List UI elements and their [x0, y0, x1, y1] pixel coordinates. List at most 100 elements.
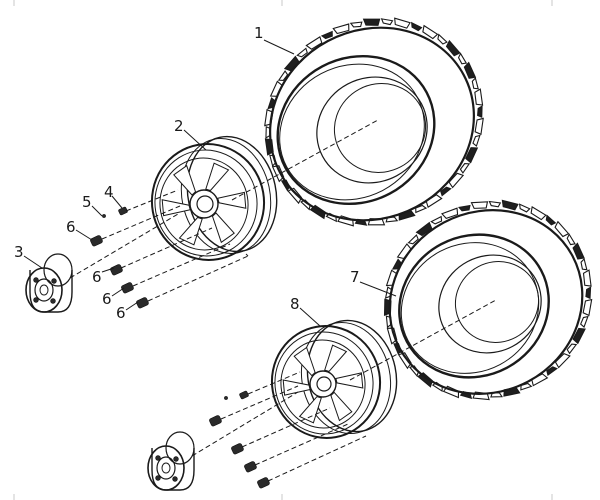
rim-spoke: [335, 372, 364, 389]
tread-block: [349, 21, 363, 28]
rim-spoke: [173, 164, 197, 196]
assembly-axes: [69, 119, 497, 482]
tread-block: [471, 76, 479, 90]
lower-rim-spokes: [282, 344, 364, 424]
tread-block: [472, 134, 481, 147]
tread-block: [287, 187, 303, 205]
tread-block: [280, 179, 291, 192]
tread-block: [417, 372, 433, 388]
callout-2: 2: [174, 117, 184, 135]
callout-6: 6: [92, 268, 102, 286]
tread-block: [582, 269, 592, 287]
tread-block: [407, 234, 419, 245]
tread-block: [380, 18, 394, 26]
lower-lug-nuts: [209, 390, 270, 489]
lug-nut: [110, 264, 123, 276]
callouts: 1 2 3 4 5 6 6 6 6 7 8: [14, 24, 360, 322]
tread-block: [501, 199, 519, 211]
tread-block: [305, 36, 323, 50]
frame-ticks: [13, 0, 553, 500]
valve-cap: [102, 214, 106, 218]
rim-spoke: [298, 396, 322, 424]
tread-block: [580, 315, 589, 328]
lug-nut: [121, 282, 134, 294]
rim-spoke: [211, 212, 235, 244]
tread-block: [440, 186, 452, 197]
tread-block: [441, 207, 459, 220]
tread-block: [296, 47, 308, 58]
tread-block: [572, 242, 585, 260]
lug-nut: [257, 477, 270, 489]
lower-hub: [147, 431, 195, 491]
tread-block: [474, 88, 484, 106]
callout-3: 3: [14, 243, 24, 261]
rim-spoke: [217, 191, 247, 209]
lug-nut: [209, 415, 222, 427]
callout-6: 6: [66, 218, 76, 236]
rim-spoke: [205, 162, 230, 192]
tread-block: [518, 203, 531, 213]
lug-nut: [244, 461, 257, 473]
upper-rim: [150, 135, 278, 261]
tread-block: [300, 199, 311, 211]
tread-block: [545, 214, 557, 226]
tread-block: [566, 343, 578, 355]
tread-block: [530, 205, 547, 221]
rim-spoke: [324, 344, 348, 372]
upper-hub: [25, 253, 73, 313]
callout-6: 6: [102, 290, 112, 308]
tread-block: [445, 39, 461, 57]
tread-block: [394, 17, 411, 29]
valve-cap: [224, 396, 228, 400]
leader-lines: [23, 39, 397, 327]
tread-block: [465, 147, 479, 164]
lug-nut: [136, 297, 149, 309]
tread-block: [470, 201, 489, 209]
tread-block: [411, 21, 423, 32]
tread-block: [415, 221, 433, 237]
tread-block: [585, 286, 592, 300]
tread-block: [430, 215, 443, 225]
tread-block: [409, 365, 420, 377]
tread-block: [582, 298, 593, 317]
rim-spoke: [282, 379, 311, 396]
tread-block: [457, 52, 468, 65]
tread-block: [474, 117, 484, 136]
callout-7: 7: [350, 268, 360, 286]
tread-block: [362, 18, 381, 26]
tread-block: [546, 366, 559, 376]
upper-rim-spokes: [161, 162, 247, 246]
lug-nut: [90, 235, 103, 247]
tread-block: [431, 381, 443, 393]
tread-block: [488, 200, 502, 208]
tread-block: [277, 70, 289, 81]
callout-1: 1: [254, 24, 264, 42]
tread-block: [320, 30, 333, 40]
tread-block: [463, 61, 477, 79]
lug-nut: [231, 443, 244, 455]
upper-lug-nuts: [90, 206, 149, 309]
tread-block: [422, 24, 439, 40]
rim-spoke: [293, 346, 316, 377]
valve-stem: [118, 206, 128, 216]
callout-5: 5: [82, 193, 92, 211]
tread-block: [477, 105, 483, 119]
tread-block: [457, 204, 471, 212]
tread-block: [554, 220, 570, 238]
callout-6: 6: [116, 304, 126, 322]
callout-8: 8: [290, 295, 300, 313]
rim-spoke: [178, 216, 203, 246]
rim-spoke: [330, 391, 353, 422]
tread-block: [580, 257, 588, 271]
valve-stem: [239, 390, 249, 400]
lower-rim: [270, 319, 398, 439]
tread-block: [572, 327, 586, 345]
lower-tire: [383, 199, 593, 401]
tread-block: [566, 233, 576, 246]
tread-block: [332, 23, 350, 35]
tread-block: [459, 163, 471, 174]
tread-block: [437, 33, 448, 45]
callout-4: 4: [104, 183, 114, 201]
upper-tire: [264, 17, 484, 227]
